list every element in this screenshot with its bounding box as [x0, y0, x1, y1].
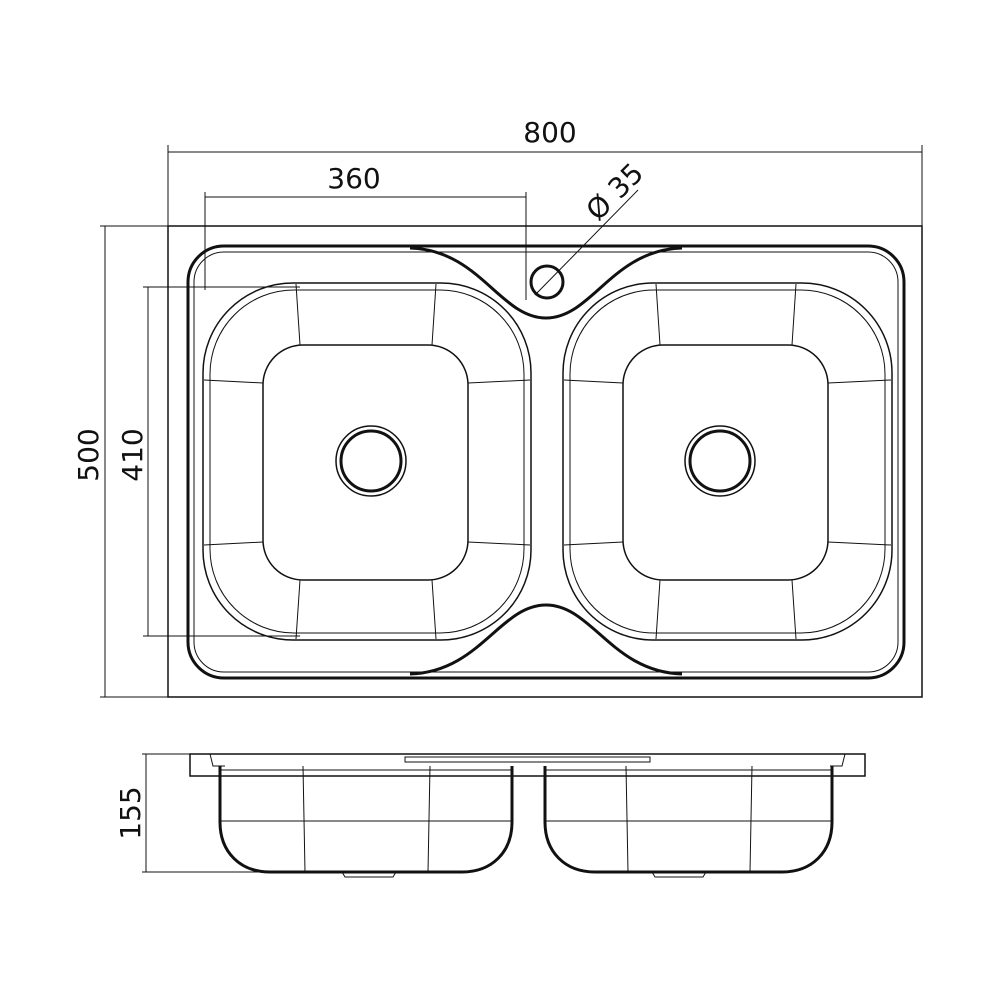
dimension-diameter-35: Ø 35	[580, 157, 650, 227]
dimension-500: 500	[72, 428, 105, 481]
sink-side-view	[189, 753, 866, 878]
tap-hole-icon	[529, 264, 565, 300]
drain-icon	[684, 425, 756, 497]
dimension-410: 410	[116, 428, 149, 481]
dimension-360: 360	[327, 162, 380, 195]
dimension-800: 800	[523, 116, 576, 149]
dimension-overall-depth: 500	[72, 225, 168, 698]
dimension-bowl-height: 155	[114, 753, 280, 873]
left-bowl	[202, 282, 532, 641]
drain-icon	[335, 425, 407, 497]
dimension-155: 155	[114, 786, 147, 839]
dimension-bowl-depth: 410	[116, 286, 300, 637]
dimension-bowl-width: 360	[204, 162, 527, 300]
dimension-overall-width: 800	[167, 116, 923, 226]
right-bowl	[562, 282, 893, 641]
sink-top-view	[167, 225, 923, 698]
